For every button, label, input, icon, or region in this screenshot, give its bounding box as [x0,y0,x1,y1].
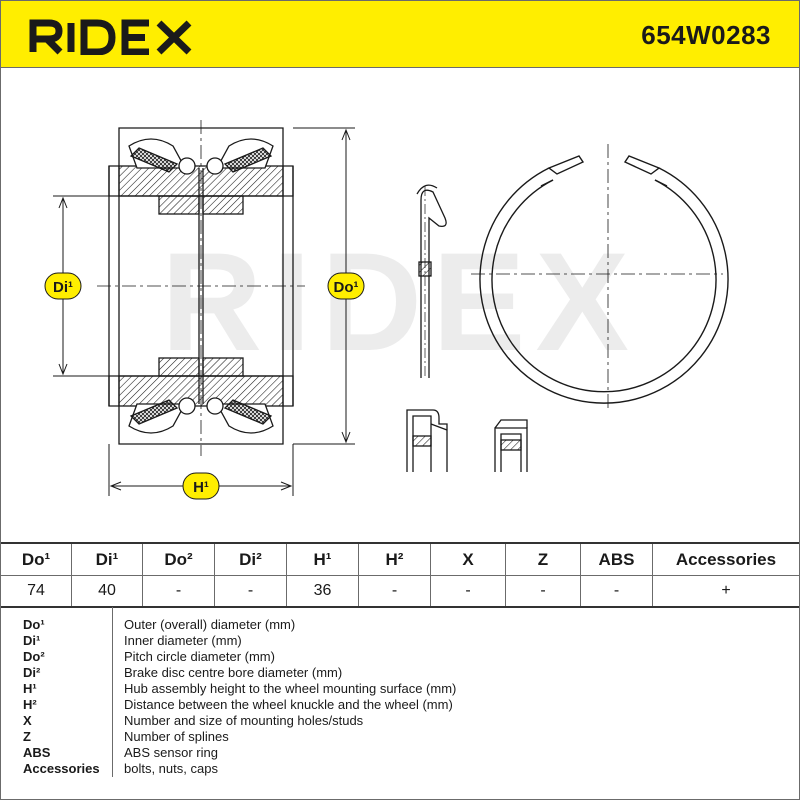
legend-description: Brake disc centre bore diameter (mm) [124,665,343,680]
legend-description: Pitch circle diameter (mm) [124,649,275,664]
legend-code: Accessories [23,761,100,776]
spec-value: - [505,575,581,608]
spec-value: - [430,575,506,608]
legend-description: Distance between the wheel knuckle and t… [124,697,453,712]
legend-code: H² [23,697,37,712]
col-header: ABS [580,542,653,576]
legend-row: Di¹ Inner diameter (mm) [1,633,799,649]
col-header: Do¹ [1,542,72,576]
col-header: Di² [214,542,287,576]
legend-description: Hub assembly height to the wheel mountin… [124,681,457,696]
spec-value-row: 74 40 - - 36 - - - - + [1,575,799,608]
legend-code: X [23,713,32,728]
spec-value: 36 [286,575,359,608]
spec-value: - [358,575,431,608]
header-bar: 654W0283 [1,1,799,68]
legend-code: Z [23,729,31,744]
legend-row: Di² Brake disc centre bore diameter (mm) [1,665,799,681]
col-header: Z [505,542,581,576]
spec-header-row: Do¹ Di¹ Do² Di² H¹ H² X Z ABS Accessorie… [1,542,799,576]
legend-code: Di¹ [23,633,41,648]
watermark: RIDEX [161,223,639,380]
spec-value: + [652,575,799,608]
legend-code: ABS [23,745,51,760]
label-h1: H¹ [193,479,209,496]
legend-row: X Number and size of mounting holes/stud… [1,713,799,729]
seal-right [494,419,528,472]
ridex-logo [29,19,192,55]
col-header: H¹ [286,542,359,576]
spec-value: 40 [71,575,143,608]
legend-code: Do² [23,649,45,664]
col-header: Di¹ [71,542,143,576]
legend-row: ABS ABS sensor ring [1,745,799,761]
col-header: Do² [142,542,215,576]
label-di1: Di¹ [53,279,73,296]
spec-value: - [580,575,653,608]
legend-code: Di² [23,665,41,680]
part-number: 654W0283 [641,20,771,50]
legend-row: Z Number of splines [1,729,799,745]
spec-value: - [142,575,215,608]
legend-description: Inner diameter (mm) [124,633,242,648]
col-header: H² [358,542,431,576]
legend-row: Accessories bolts, nuts, caps [1,761,799,777]
legend-row: H¹ Hub assembly height to the wheel moun… [1,681,799,697]
legend-code: H¹ [23,681,37,696]
legend-description: ABS sensor ring [124,745,218,760]
legend-description: Outer (overall) diameter (mm) [124,617,296,632]
legend-row: H² Distance between the wheel knuckle an… [1,697,799,713]
legend-code: Do¹ [23,617,45,632]
legend-description: Number of splines [124,729,229,744]
legend-description: bolts, nuts, caps [124,761,218,776]
legend-row: Do² Pitch circle diameter (mm) [1,649,799,665]
cotter-pin [416,184,447,378]
technical-drawing: RIDEX [44,120,729,500]
legend-divider [112,607,113,777]
spec-value: 74 [1,575,72,608]
spec-table: Do¹ Di¹ Do² Di² H¹ H² X Z ABS Accessorie… [1,542,799,608]
seal-left [406,409,448,472]
col-header: Accessories [652,542,799,576]
legend: Do¹ Outer (overall) diameter (mm) Di¹ In… [1,607,799,789]
legend-row: Do¹ Outer (overall) diameter (mm) [1,617,799,633]
col-header: X [430,542,506,576]
circlip-ring [479,155,729,404]
spec-value: - [214,575,287,608]
legend-description: Number and size of mounting holes/studs [124,713,364,728]
label-do1: Do¹ [334,279,359,296]
